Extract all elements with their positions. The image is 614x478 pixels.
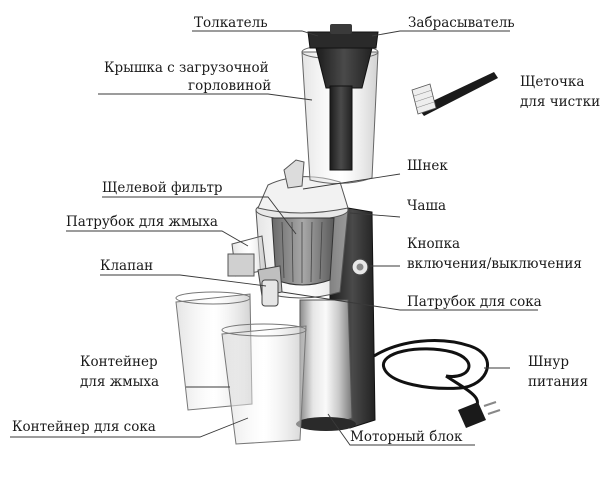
label-pulp-container-line2: для жмыха: [80, 374, 159, 390]
label-brush-line1: Щеточка: [520, 74, 584, 90]
label-pusher: Толкатель: [194, 15, 268, 31]
label-brush-line2: для чистки: [520, 94, 600, 110]
power-switch-illustration: [351, 258, 369, 276]
label-scraper: Забрасыватель: [408, 15, 515, 31]
power-cord-illustration: [373, 339, 501, 428]
cleaning-brush-illustration: [411, 72, 498, 116]
label-switch-line2: включения/выключения: [407, 256, 582, 272]
label-bowl: Чаша: [407, 198, 446, 214]
label-cord-line1: Шнур: [528, 354, 569, 370]
label-lid-line1: Крышка с загрузочной: [104, 60, 269, 76]
label-switch-line1: Кнопка: [407, 236, 460, 252]
juice-container-illustration: [221, 323, 307, 445]
label-slot-filter: Щелевой фильтр: [102, 180, 223, 196]
label-juice-spout: Патрубок для сока: [407, 294, 542, 310]
label-cord-line2: питания: [528, 374, 588, 390]
label-pulp-container-line1: Контейнер: [80, 354, 158, 370]
label-auger: Шнек: [407, 158, 448, 174]
label-juice-container: Контейнер для сока: [12, 419, 156, 435]
label-motor-block: Моторный блок: [350, 429, 463, 445]
label-pulp-spout: Патрубок для жмыха: [66, 214, 218, 230]
label-valve: Клапан: [100, 258, 153, 274]
juice-spout-illustration: [257, 265, 283, 307]
leader-lines: [10, 30, 538, 446]
pusher-illustration: [307, 24, 379, 171]
label-lid-line2: горловиной: [188, 78, 271, 94]
